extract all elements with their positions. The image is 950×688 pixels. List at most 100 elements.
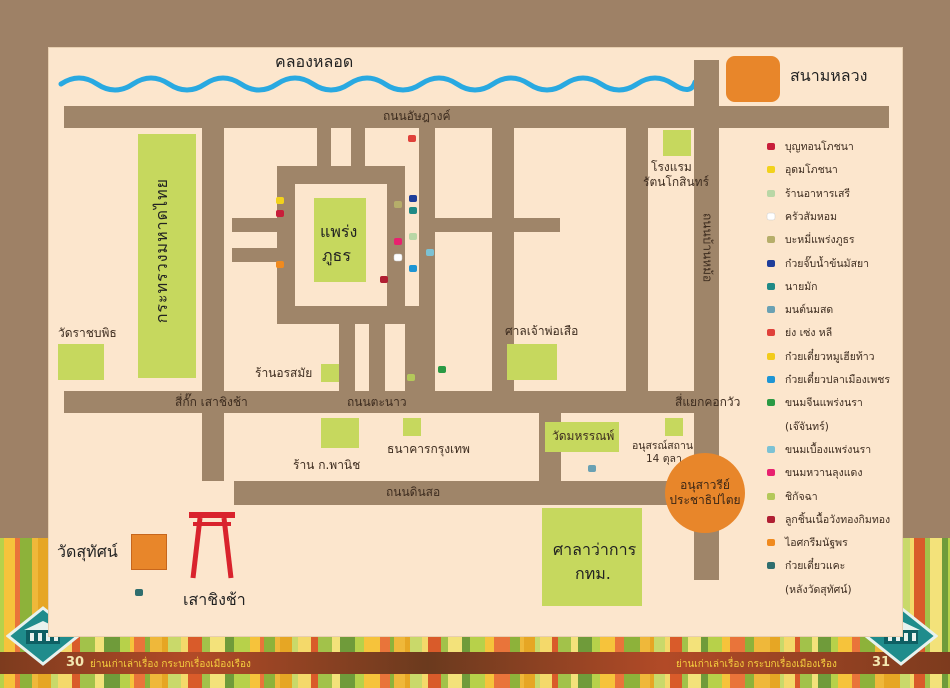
kor-panich-label: ร้าน ก.พานิช (293, 458, 361, 472)
hotel-label-2: รัตนโกสินทร์ (643, 175, 710, 189)
road-middle-label: ถนนตะนาว (347, 395, 407, 409)
legend-label: ครัวสัมหอม (785, 211, 838, 223)
phraeng-phuthon-label-1: แพร่ง (320, 222, 358, 241)
legend-label: ก๋วยเตี๋ยวหมูเฮียท้าว (785, 351, 875, 363)
sanam-luang-label: สนามหลวง (790, 66, 868, 85)
wat-suthat-label: วัดสุทัศน์ (57, 542, 118, 561)
city-hall-label-1: ศาลาว่าการ (553, 540, 637, 559)
legend-item: ร้านอาหารเสรี (766, 185, 850, 202)
legend-pin-icon (767, 562, 775, 569)
legend-label: ไอศกรีมนัฐพร (785, 537, 848, 549)
phraeng-phuthon-block (314, 198, 366, 282)
restaurant-pin-icon (426, 249, 434, 256)
hotel-label-1: โรงแรม (651, 160, 692, 174)
democracy-label-2: ประชาธิปไตย (669, 493, 741, 507)
legend-item: ก๋วยจั๊บน้ำข้นมัสยา (766, 255, 869, 272)
monument-label-1: อนุสรณ์สถาน (632, 440, 694, 452)
sikak-right-label: สี่แยกคอกวัว (675, 395, 741, 409)
legend-label: ก๋วยเตี๋ยวแคะ (785, 560, 846, 572)
restaurant-pin-icon (407, 374, 415, 381)
giant-swing-icon (189, 512, 235, 579)
legend-label: ก๋วยจั๊บน้ำข้นมัสยา (785, 258, 870, 270)
canal-wave (58, 75, 698, 93)
legend-pin-icon (767, 190, 775, 197)
road-loop-stub-7 (405, 306, 419, 394)
legend-pin-icon (767, 353, 775, 360)
road-right (626, 126, 648, 394)
democracy-label-1: อนุสาวรีย์ (680, 478, 730, 492)
legend-item: ไอศกรีมนัฐพร (766, 534, 848, 551)
kor-panich-block (321, 418, 359, 448)
restaurant-pin-icon (276, 210, 284, 217)
legend-label: ร้านอาหารเสรี (785, 188, 851, 200)
legend-pin-icon (767, 143, 775, 150)
legend-item: ขนมเบื้องแพร่งนรา (766, 441, 871, 458)
restaurant-pin-icon (438, 366, 446, 373)
legend-pin-icon (767, 539, 775, 546)
restaurant-pin-icon (276, 261, 284, 268)
legend-label: บุญทอนโภชนา (785, 141, 854, 153)
legend-pin-icon (767, 469, 775, 476)
monument-block (665, 418, 683, 436)
legend-pin-icon (767, 329, 775, 336)
road-loop-stub-5 (339, 306, 355, 394)
shrine-block (507, 344, 557, 380)
restaurant-pin-icon (394, 201, 402, 208)
legend-item: ก๋วยเตี๋ยวแคะ (766, 557, 845, 574)
restaurant-pin-icon (409, 207, 417, 214)
legend-item: ขนมหวานลุงแดง (766, 464, 862, 481)
wat-mahannop-block (545, 422, 619, 452)
legend-pin-icon (766, 585, 776, 594)
road-lower-label: ถนนดินสอ (386, 485, 441, 499)
legend-item: อุดมโภชนา (766, 161, 838, 178)
legend-label: ลูกชิ้นเนื้อวังทองกิมทอง (785, 514, 891, 526)
legend-label: ขนมเบื้องแพร่งนรา (785, 444, 872, 456)
legend-pin-icon (767, 236, 775, 243)
legend-label: ขนมหวานลุงแดง (785, 467, 863, 479)
stripe (942, 538, 948, 688)
legend-pin-icon (767, 283, 775, 290)
legend-label: ก๋วยเตี๋ยวปลาเมืองเพชร (785, 374, 891, 386)
democracy-monument: อนุสาวรีย์ ประชาธิปไตย (665, 453, 745, 533)
legend-label: อุดมโภชนา (785, 164, 838, 176)
restaurant-pin-icon (380, 276, 388, 283)
legend-label: มนต์นมสด (785, 304, 834, 316)
canal-label: คลองหลอด (275, 52, 354, 71)
footer-title-right: ย่านเก่าเล่าเรื่อง กระบกเรื่องเมืองเรือง (676, 659, 837, 670)
stripe (15, 538, 20, 688)
road-mid-right (492, 126, 514, 394)
ministry-label: กระทรวงมหาดไทย (152, 178, 171, 324)
restaurant-pin-icon (409, 233, 417, 240)
road-loop-top (277, 166, 405, 184)
road-upper (64, 106, 889, 128)
legend-pin-icon (766, 422, 776, 431)
road-middle (64, 391, 714, 413)
legend-pin-icon (767, 399, 775, 406)
legend-pin-icon (767, 376, 775, 383)
road-loop-stub-3 (232, 218, 280, 232)
giant-swing-label: เสาชิงช้า (183, 590, 246, 609)
food-map: คลองหลอด สนามหลวง กระทรวงมหาดไทย แพร่ง ภ… (48, 47, 903, 637)
stripe (925, 538, 930, 688)
legend-pin-icon (767, 306, 775, 313)
legend-item: (หลังวัดสุทัศน์) (766, 581, 852, 598)
legend-label: ชิกัจฉา (785, 491, 818, 503)
restaurant-pin-icon (276, 197, 284, 204)
legend-item: ก๋วยเตี๋ยวปลาเมืองเพชร (766, 371, 890, 388)
legend-item: ก๋วยเตี๋ยวหมูเฮียท้าว (766, 348, 875, 365)
page-number-right: 31 (872, 655, 891, 670)
hotel-block (663, 130, 691, 156)
bangkok-bank-block (403, 418, 421, 436)
legend-label: (เจ๊จันทร์) (785, 421, 829, 433)
restaurant-pin-icon (135, 589, 143, 596)
legend-item: (เจ๊จันทร์) (766, 418, 829, 435)
legend-item: ชิกัจฉา (766, 488, 818, 505)
stripe (0, 538, 4, 688)
legend-item: ครัวสัมหอม (766, 208, 837, 225)
orasamai-label: ร้านอรสมัย (255, 366, 313, 380)
legend-label: นายมัก (785, 281, 818, 293)
orasamai-block (321, 364, 339, 382)
phraeng-phuthon-label-2: ภูธร (322, 246, 351, 265)
road-upper-label: ถนนอัษฎางค์ (383, 109, 451, 123)
road-loop-stub-1 (317, 126, 331, 168)
